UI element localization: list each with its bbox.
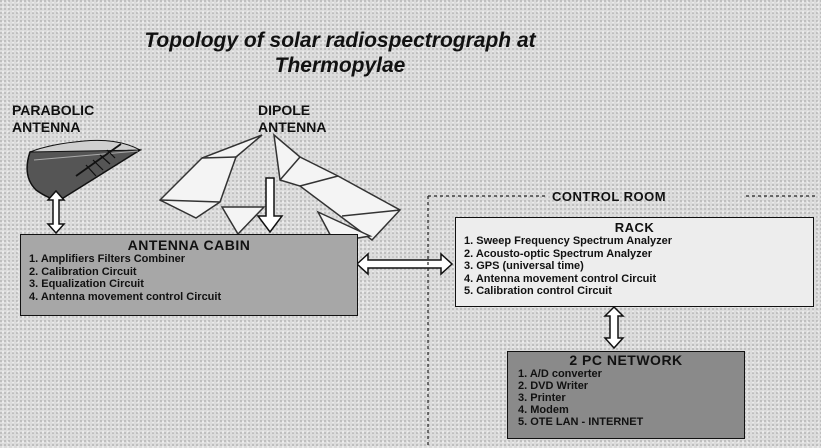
list-item: 4. Modem: [518, 404, 569, 416]
diagram-title: Topology of solar radiospectrograph at T…: [90, 28, 590, 78]
rack-pc-double-arrow: [603, 305, 625, 350]
list-item: 3. Equalization Circuit: [29, 278, 144, 290]
dish-cabin-double-arrow: [46, 189, 66, 235]
dipole-antenna-label: DIPOLE ANTENNA: [258, 102, 327, 135]
parabolic-antenna-label: PARABOLIC ANTENNA: [12, 102, 95, 135]
pc-network-box: 2 PC NETWORK 1. A/D converter 2. DVD Wri…: [507, 351, 745, 439]
rack-box: RACK 1. Sweep Frequency Spectrum Analyze…: [455, 217, 814, 307]
parabolic-dish-icon: [26, 139, 143, 201]
antenna-cabin-title: ANTENNA CABIN: [127, 237, 251, 253]
list-item: 2. Calibration Circuit: [29, 265, 137, 278]
list-item: 5. OTE LAN - INTERNET: [518, 416, 644, 428]
list-item: 4. Antenna movement control Circuit: [464, 272, 657, 285]
list-item: 5. Calibration control Circuit: [464, 285, 612, 297]
list-item: 2. Acousto-optic Spectrum Analyzer: [464, 247, 653, 260]
list-item: 3. GPS (universal time): [464, 260, 584, 272]
list-item: 4. Antenna movement control Circuit: [29, 290, 222, 303]
control-room-label: CONTROL ROOM: [552, 189, 667, 204]
rack-list: 1. Sweep Frequency Spectrum Analyzer 2. …: [456, 235, 813, 298]
list-item: 3. Printer: [518, 392, 566, 404]
dipole-antenna-icon: [158, 133, 402, 243]
rack-title: RACK: [614, 220, 655, 235]
list-item: 1. Sweep Frequency Spectrum Analyzer: [464, 235, 673, 247]
title-line-1: Topology of solar radiospectrograph at: [144, 29, 536, 52]
title-line-2: Thermopylae: [274, 54, 406, 77]
list-item: 1. Amplifiers Filters Combiner: [29, 253, 186, 265]
dipole-down-arrow: [256, 177, 284, 234]
list-item: 2. DVD Writer: [518, 380, 589, 392]
cabin-rack-double-arrow: [355, 252, 454, 276]
pc-network-list: 1. A/D converter 2. DVD Writer 3. Printe…: [508, 368, 744, 428]
pc-network-title: 2 PC NETWORK: [569, 352, 683, 368]
antenna-cabin-box: ANTENNA CABIN 1. Amplifiers Filters Comb…: [20, 234, 358, 316]
control-room-boundary: [427, 195, 816, 446]
antenna-cabin-list: 1. Amplifiers Filters Combiner 2. Calibr…: [21, 253, 357, 303]
list-item: 1. A/D converter: [518, 368, 602, 380]
